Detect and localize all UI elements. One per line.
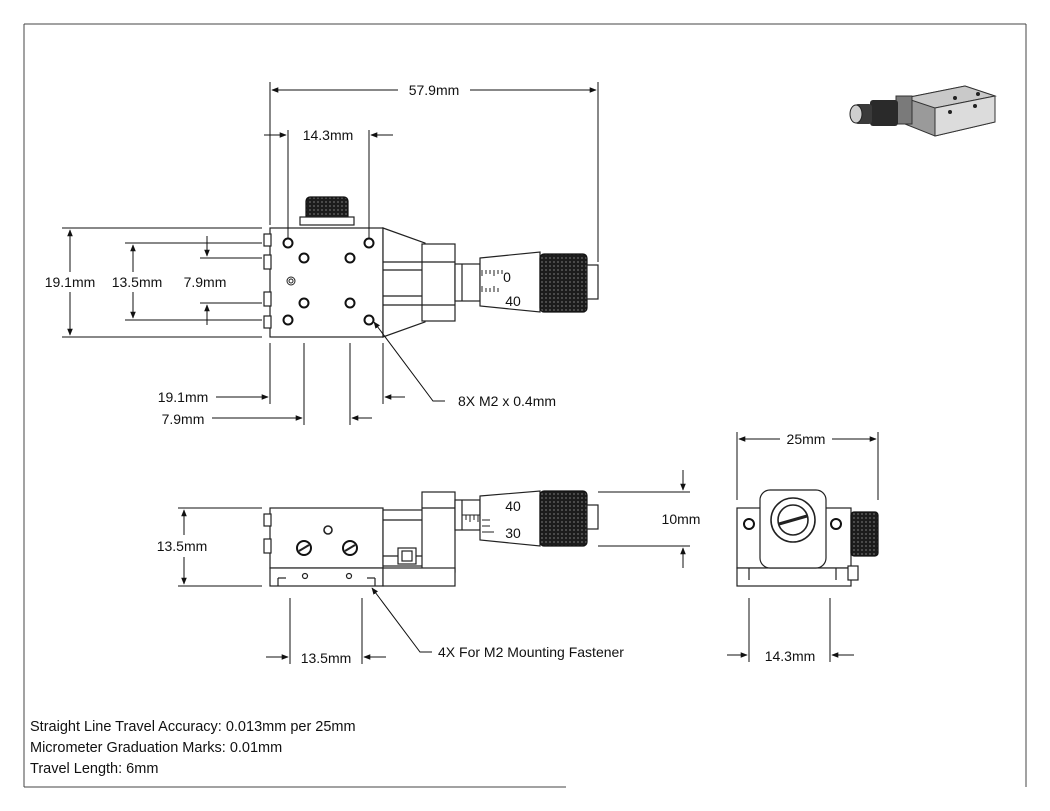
dim-overall-length: 57.9mm — [409, 82, 460, 98]
dim-side-hole-spacing: 13.5mm — [301, 650, 352, 666]
spec-travel-length: Travel Length: 6mm — [30, 761, 159, 777]
spec-travel-accuracy: Straight Line Travel Accuracy: 0.013mm p… — [30, 719, 356, 735]
dim-end-width: 25mm — [787, 431, 826, 447]
dim-height-outer: 19.1mm — [45, 274, 96, 290]
dim-side-height: 13.5mm — [157, 538, 208, 554]
side-view-dimension-lines — [178, 470, 690, 664]
scale-zero-label: 0 — [503, 269, 511, 285]
drawing-border — [23, 23, 1027, 788]
dim-height-inner: 7.9mm — [184, 274, 227, 290]
side-view — [263, 490, 599, 587]
top-view — [263, 196, 599, 338]
dim-height-mid: 13.5mm — [112, 274, 163, 290]
end-view-dimension-lines — [727, 432, 879, 662]
spec-graduation-marks: Micrometer Graduation Marks: 0.01mm — [30, 740, 283, 756]
mount-callout: 4X For M2 Mounting Fastener — [438, 644, 624, 660]
dim-end-hole-spacing: 14.3mm — [765, 648, 816, 664]
side-scale-thirty: 30 — [505, 525, 521, 541]
scale-forty-label: 40 — [505, 293, 521, 309]
side-scale-forty: 40 — [505, 498, 521, 514]
end-view — [736, 489, 879, 587]
dim-micrometer-dia: 10mm — [662, 511, 701, 527]
thread-callout: 8X M2 x 0.4mm — [458, 393, 556, 409]
dim-bottom-inner: 7.9mm — [162, 411, 205, 427]
top-view-dimension-lines — [62, 82, 599, 425]
dim-top-hole-spacing: 14.3mm — [303, 127, 354, 143]
dim-bottom-outer: 19.1mm — [158, 389, 209, 405]
isometric-product-render — [849, 85, 997, 137]
